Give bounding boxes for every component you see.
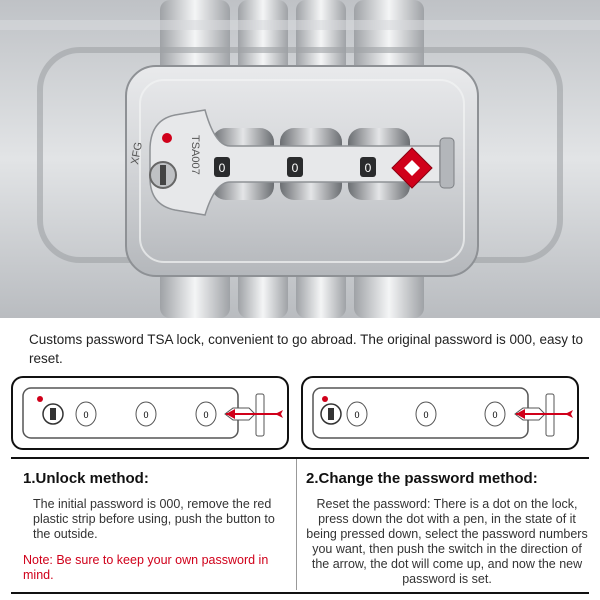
unlock-body: The initial password is 000, remove the … [33,497,275,541]
change-body: Reset the password: There is a dot on th… [306,497,588,586]
diagram-dial-digit: 0 [492,410,497,420]
reset-dot-icon [322,396,328,402]
tsa-lock-illustration: XFG TSA007 0 0 0 [0,0,600,318]
tsa-diamond-icon [391,147,433,189]
lock-photo: XFG TSA007 0 0 0 [0,0,600,318]
unlock-title: 1.Unlock method: [23,470,149,487]
diagram-dial-digit: 0 [203,410,208,420]
intro-text: Customs password TSA lock, convenient to… [29,332,584,366]
photo-dial-digit: 0 [219,161,226,175]
photo-dial-digit: 0 [292,161,299,175]
diagram-dial-digit: 0 [83,410,88,420]
key-cylinder-icon [42,403,64,425]
diagram-dial-digit: 0 [423,410,428,420]
change-password-diagram: 0 0 0 [301,376,579,450]
column-divider [296,459,297,590]
unlock-diagram: 0 0 0 [11,376,289,450]
change-title: 2.Change the password method: [306,470,538,487]
key-cylinder-icon [320,403,342,425]
diagram-dial-digit: 0 [143,410,148,420]
section-divider [11,457,589,459]
bottom-border [11,592,589,594]
engraving-left: XFG [129,141,145,165]
engraving-right: TSA007 [189,135,201,175]
photo-dial-digit: 0 [365,161,372,175]
diagram-dial-digit: 0 [354,410,359,420]
reset-dot-icon [37,396,43,402]
unlock-note: Note: Be sure to keep your own password … [23,553,269,582]
